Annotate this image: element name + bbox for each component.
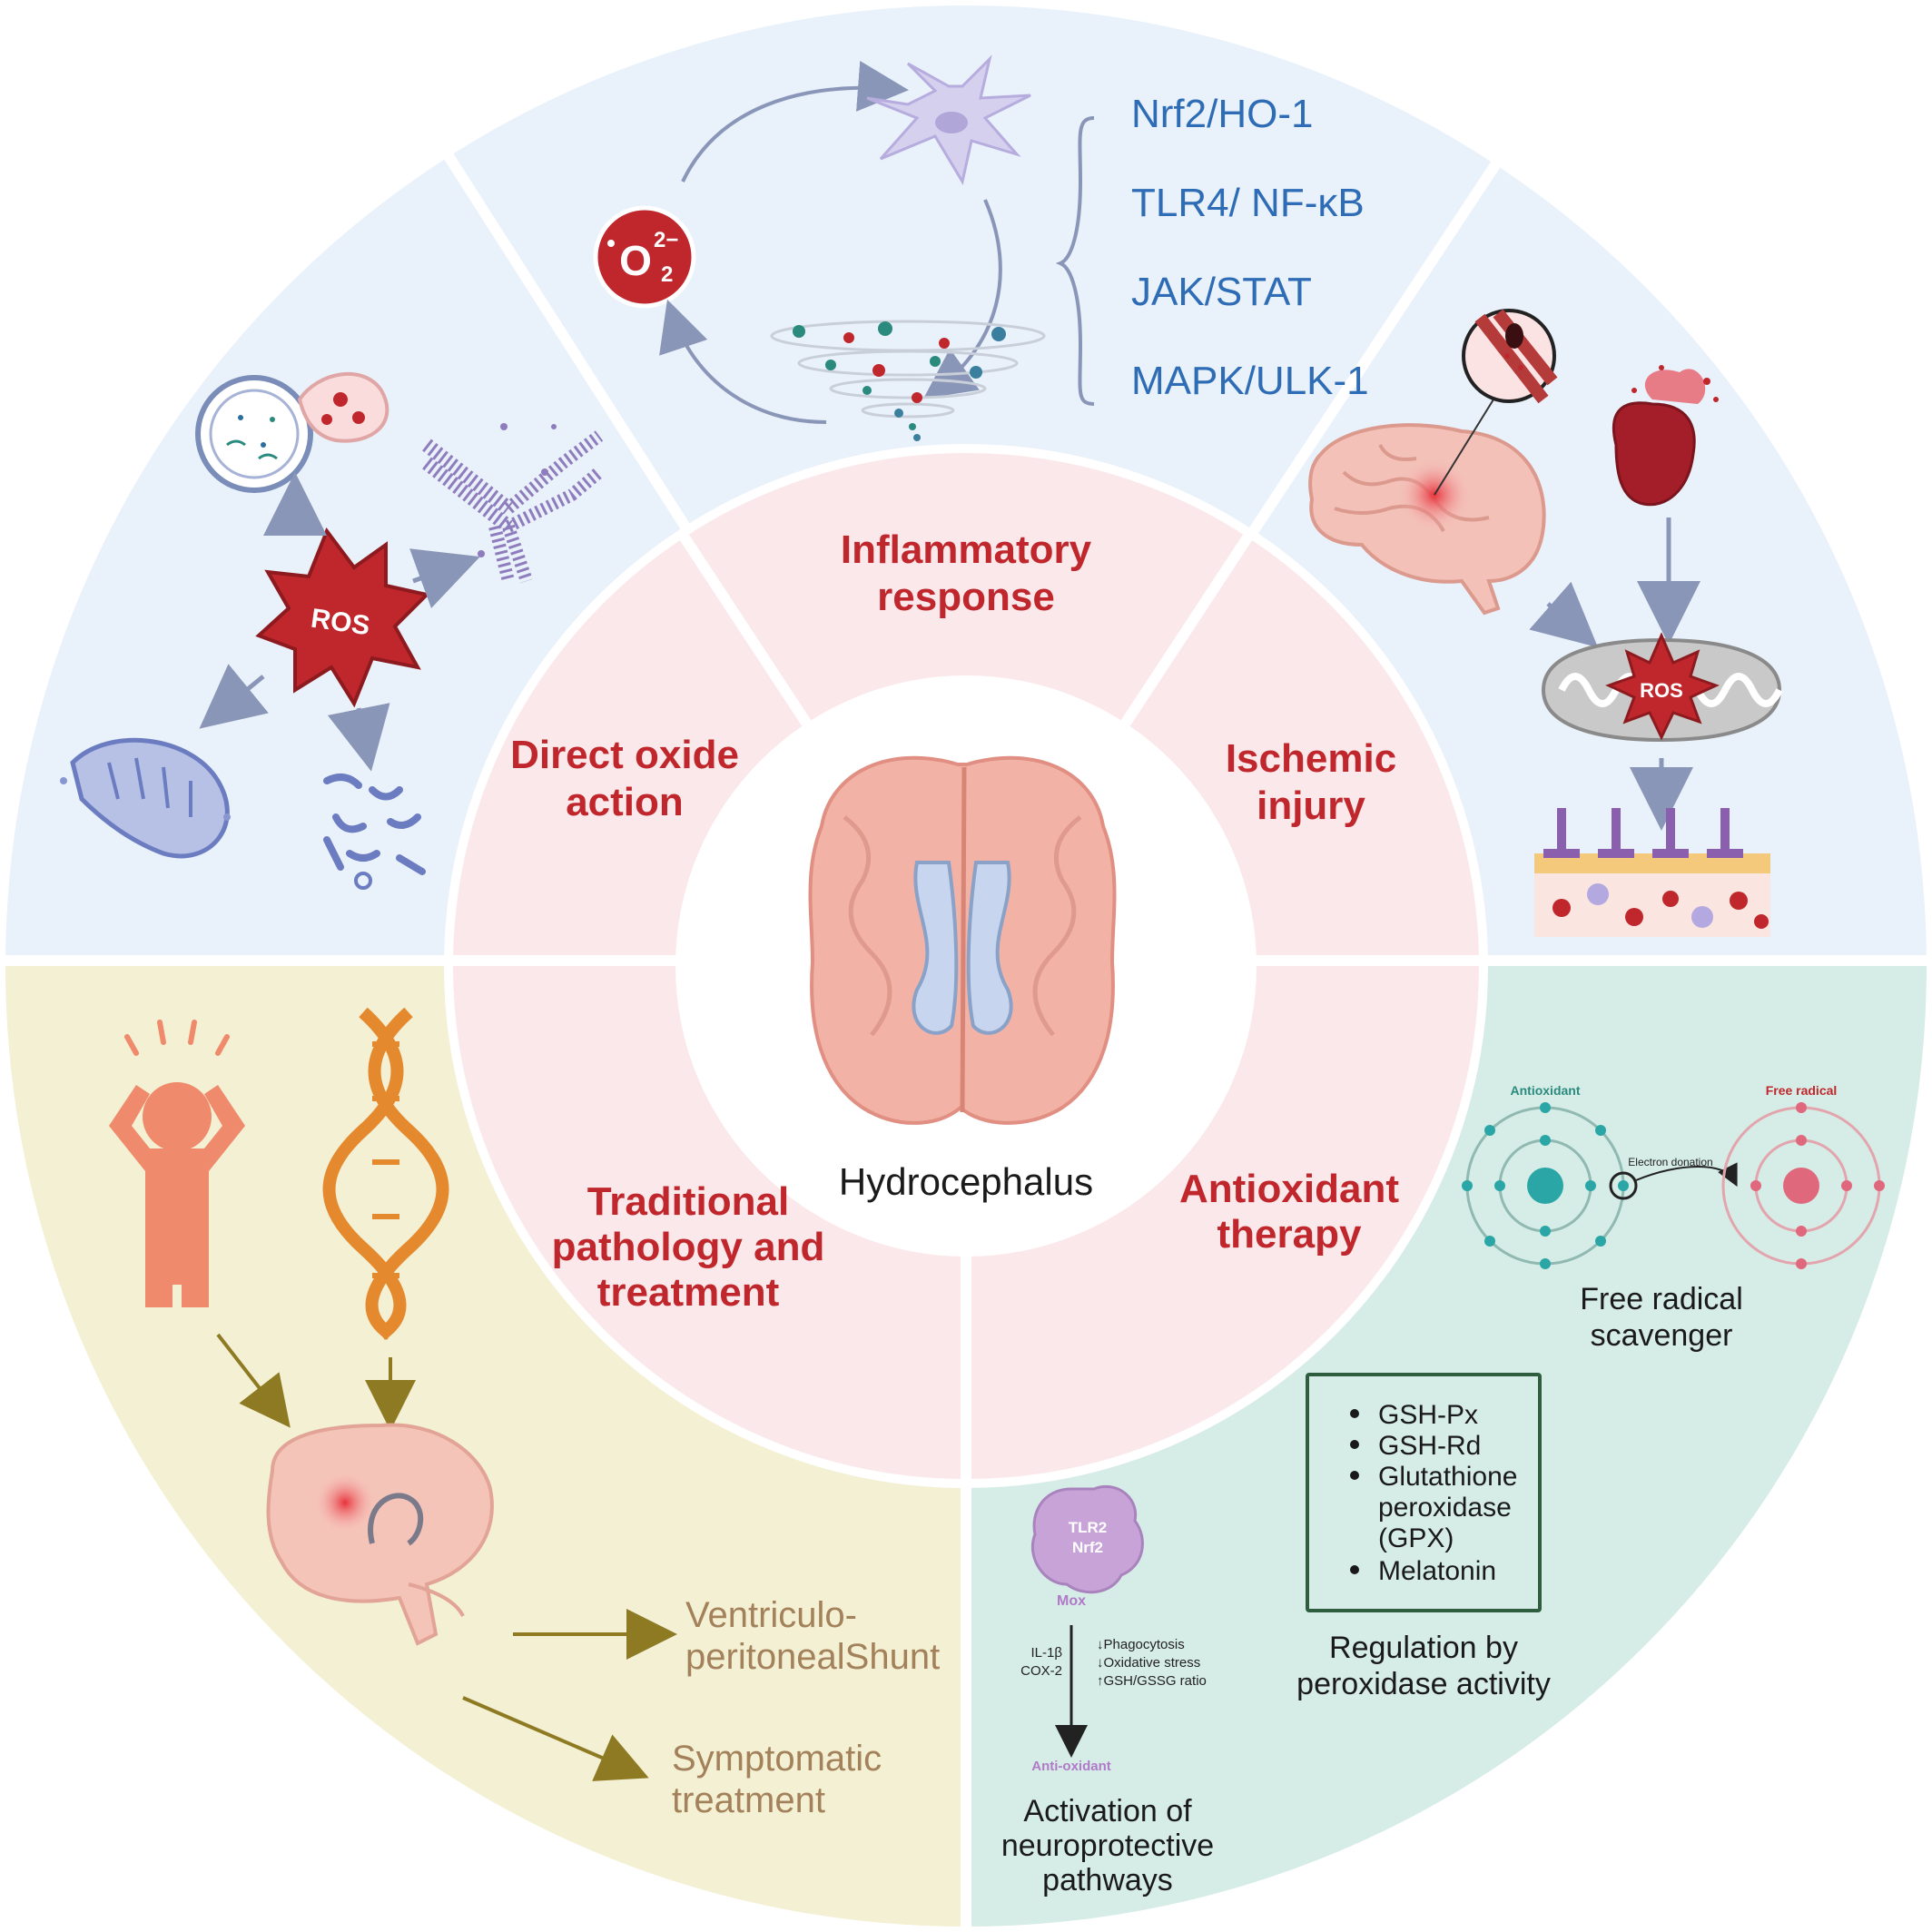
- neuro-caption-line-1: Activation of: [1023, 1794, 1192, 1828]
- effect-oxidative-stress: ↓Oxidative stress: [1097, 1655, 1200, 1671]
- anti-oxidant-label: Anti-oxidant: [1031, 1759, 1111, 1774]
- cytokine-il1b: IL-1β: [1031, 1645, 1063, 1661]
- segment-antioxidant-line-2: therapy: [1217, 1212, 1362, 1257]
- cytokine-cox2: COX-2: [1020, 1663, 1062, 1679]
- segment-direct-oxide-line-2: action: [566, 780, 684, 824]
- mox-nrf2: Nrf2: [1072, 1539, 1103, 1556]
- segment-traditional-line-3: treatment: [597, 1270, 780, 1315]
- shunt-line-1: Ventriculo-: [685, 1595, 857, 1635]
- arrow-to-dna: [327, 703, 390, 772]
- ros-label-right: ROS: [1640, 679, 1683, 702]
- ischemic-panel: ROS: [1308, 309, 1783, 937]
- antioxidant-panel: Antioxidant Free radical Electron donati…: [1001, 1083, 1885, 1898]
- pathway-nrf2: Nrf2/HO-1: [1131, 92, 1313, 136]
- segment-traditional-line-2: pathology and: [552, 1225, 825, 1269]
- scavenger-caption-line-2: scavenger: [1591, 1318, 1733, 1353]
- segment-inflammatory: Inflammatory response: [841, 527, 1092, 619]
- segment-direct-oxide: Direct oxide action: [510, 733, 739, 824]
- arrow-brain-to-mito: [1529, 581, 1599, 648]
- superoxide-sub: 2: [661, 262, 673, 287]
- segment-ischemic-line-1: Ischemic: [1226, 736, 1396, 781]
- endothelium-icon: [1534, 808, 1770, 937]
- enzyme-peroxidase: peroxidase: [1378, 1493, 1512, 1523]
- hemolysis-icon: [1612, 365, 1719, 507]
- dna-helix-icon: [322, 1007, 449, 1340]
- ischemic-brain-icon: [1308, 399, 1546, 616]
- segment-traditional: Traditional pathology and treatment: [552, 1179, 825, 1315]
- electron-donation-arrow: [1635, 1162, 1738, 1188]
- effect-gsh-ratio: ↑GSH/GSSG ratio: [1097, 1673, 1207, 1689]
- segment-antioxidant-line-1: Antioxidant: [1179, 1167, 1399, 1211]
- mox-label: Mox: [1057, 1593, 1086, 1609]
- scavenger-caption-line-1: Free radical: [1580, 1282, 1743, 1316]
- pathway-tlr4: TLR4/ NF-κB: [1131, 181, 1365, 225]
- mitochondria-ros-icon: ROS: [1541, 632, 1783, 743]
- enzyme-list-box: GSH-Px GSH-Rd Glutathione peroxidase (GP…: [1306, 1373, 1542, 1612]
- enzyme-melatonin: Melatonin: [1378, 1556, 1496, 1586]
- direct-oxide-panel: ROS: [60, 371, 604, 890]
- mox-cell-icon: TLR2 Nrf2: [1030, 1484, 1144, 1594]
- pathway-jak-stat: JAK/STAT: [1131, 270, 1312, 314]
- enzyme-gsh-px: GSH-Px: [1378, 1400, 1478, 1430]
- sagittal-brain-icon: [266, 1423, 494, 1646]
- arrow-person-to-brain: [216, 1333, 291, 1428]
- membrane-damage-icon: [422, 423, 604, 584]
- headache-person-icon: [109, 1020, 245, 1307]
- neuro-caption-line-2: neuroprotective: [1001, 1828, 1214, 1863]
- segment-antioxidant: Antioxidant therapy: [1179, 1167, 1399, 1257]
- symptomatic-line-1: Symptomatic: [672, 1739, 882, 1779]
- cytokine-storm-icon: [770, 320, 1046, 441]
- segment-ischemic-line-2: injury: [1257, 784, 1365, 828]
- blood-clot-vessel-icon: [1462, 309, 1558, 404]
- superoxide-icon: O 2 2−: [593, 205, 696, 309]
- segment-inflammatory-line-1: Inflammatory: [841, 527, 1092, 572]
- peroxidase-caption-line-2: peroxidase activity: [1296, 1667, 1551, 1701]
- free-radical-atom-icon: [1721, 1102, 1885, 1269]
- shunt-line-2: peritonealShunt: [685, 1637, 940, 1677]
- microglia-icon: [866, 54, 1031, 185]
- atom-right-label: Free radical: [1766, 1083, 1838, 1098]
- superoxide-sup: 2−: [654, 228, 678, 252]
- pathway-brace: [1055, 116, 1095, 406]
- enzyme-gsh-rd: GSH-Rd: [1378, 1431, 1481, 1461]
- traditional-panel: Ventriculo- peritonealShunt Symptomatic …: [109, 1007, 940, 1820]
- neuro-caption-line-3: pathways: [1042, 1863, 1173, 1898]
- enzyme-gpx: (GPX): [1378, 1523, 1454, 1553]
- cycle-arrow-2: [922, 199, 1002, 399]
- antioxidant-atom-icon: [1462, 1102, 1638, 1269]
- peroxidase-caption-line-1: Regulation by: [1329, 1631, 1518, 1665]
- symptomatic-line-2: treatment: [672, 1780, 825, 1820]
- segment-inflammatory-line-2: response: [877, 575, 1055, 619]
- hydrocephalus-brain-icon: [808, 755, 1117, 1125]
- cycle-arrow-1: [681, 61, 909, 182]
- damaged-mitochondria-icon: [60, 737, 231, 859]
- superoxide-label: O: [619, 237, 652, 284]
- enzyme-glutathione: Glutathione: [1378, 1462, 1517, 1492]
- cycle-arrow-3: [659, 299, 827, 424]
- arrow-to-membrane: [409, 548, 480, 608]
- inflammatory-panel: O 2 2−: [593, 54, 1369, 441]
- mox-tlr2: TLR2: [1069, 1519, 1108, 1536]
- segment-traditional-line-1: Traditional: [587, 1179, 789, 1224]
- ros-burst-icon: ROS: [255, 527, 430, 708]
- lysosome-rupture-icon: [195, 371, 389, 493]
- atom-left-label: Antioxidant: [1511, 1083, 1581, 1098]
- arrow-to-symptomatic: [462, 1696, 649, 1781]
- effect-phagocytosis: ↓Phagocytosis: [1097, 1637, 1185, 1652]
- segment-ischemic: Ischemic injury: [1226, 736, 1396, 828]
- segment-direct-oxide-line-1: Direct oxide: [510, 733, 739, 777]
- arrow-to-mitochondria: [199, 664, 269, 729]
- fragmented-dna-icon: [323, 774, 426, 890]
- center-title: Hydrocephalus: [839, 1160, 1093, 1203]
- pathway-mapk-ulk1: MAPK/ULK-1: [1131, 359, 1369, 403]
- electron-donation-label: Electron donation: [1628, 1156, 1712, 1168]
